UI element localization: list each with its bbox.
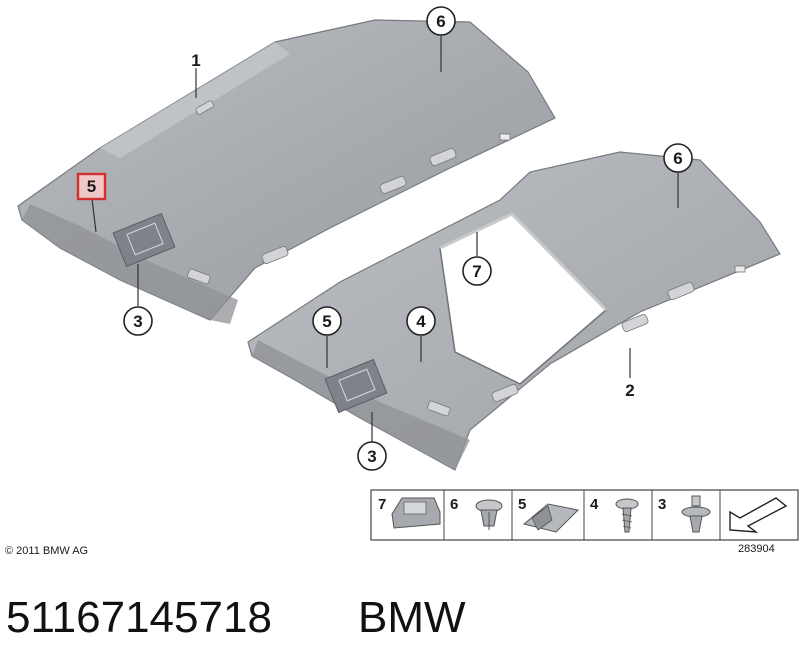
callout-1: 1	[191, 51, 200, 70]
clip-5-icon	[522, 503, 580, 533]
copyright: © 2011 BMW AG	[5, 545, 88, 557]
callout-6-right: 6	[663, 143, 693, 173]
callout-2: 2	[625, 381, 634, 400]
callout-3-left: 3	[123, 306, 153, 336]
screw-4-icon	[615, 498, 639, 533]
legend-label-3: 3	[658, 496, 666, 513]
callout-7-label: 7	[472, 262, 481, 281]
diagram-number: 283904	[738, 543, 775, 555]
callout-4: 4	[406, 306, 436, 336]
legend-label-6: 6	[450, 496, 458, 513]
callout-7: 7	[462, 256, 492, 286]
callout-3-right-label: 3	[367, 447, 376, 466]
callout-4-label: 4	[416, 312, 426, 331]
callout-5: 5	[312, 306, 342, 336]
callout-6-top-label: 6	[436, 12, 445, 31]
callout-5-highlighted-label: 5	[87, 177, 96, 196]
clip-3-icon	[681, 495, 711, 533]
callout-6-top: 6	[426, 6, 456, 36]
leader-lines	[91, 36, 679, 454]
part-number: 51167145718	[6, 593, 272, 642]
callout-3-right: 3	[357, 441, 387, 471]
legend-label-5: 5	[518, 496, 526, 513]
callout-3-left-label: 3	[133, 312, 142, 331]
brand-name: BMW	[358, 593, 466, 642]
headliner-standard	[17, 19, 556, 324]
arrow-icon	[729, 497, 788, 533]
parts-legend: 7 6 5 4 3	[370, 489, 799, 541]
clip-7-icon	[391, 497, 441, 529]
callout-5-label: 5	[322, 312, 331, 331]
legend-label-7: 7	[378, 496, 386, 513]
rivet-6-icon	[475, 499, 503, 530]
callout-6-right-label: 6	[673, 149, 682, 168]
legend-label-4: 4	[590, 496, 599, 513]
callout-5-highlighted: 5	[76, 172, 107, 201]
headliner-sunroof	[247, 151, 781, 471]
